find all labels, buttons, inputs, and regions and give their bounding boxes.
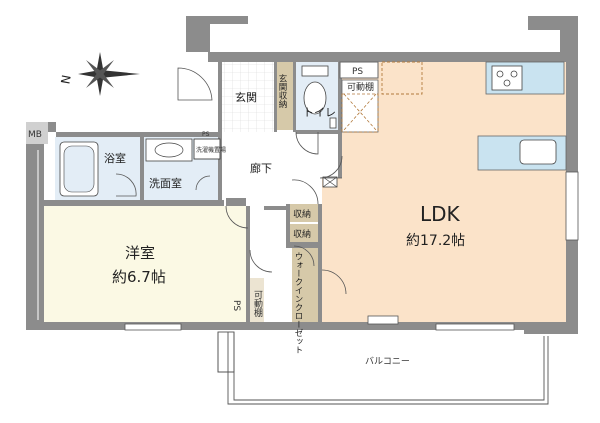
label-ldk: LDK xyxy=(420,202,461,226)
label-storage-1: 収納 xyxy=(293,208,311,220)
wic-shelf-floor xyxy=(250,278,264,322)
ldk-floor xyxy=(322,62,566,322)
label-bathroom: 浴室 xyxy=(104,151,126,165)
label-ldk-size: 約17.2帖 xyxy=(406,233,465,249)
stove-icon xyxy=(491,65,523,91)
label-walkin-closet: ウォークインクローゼット xyxy=(293,252,303,354)
entrance-storage-floor xyxy=(276,62,293,130)
label-toilet: トイレ xyxy=(303,106,336,119)
label-ps-wash: PS xyxy=(202,131,210,138)
label-entrance: 玄関 xyxy=(235,90,257,104)
windows xyxy=(124,171,579,331)
label-washroom: 洗面室 xyxy=(149,176,182,190)
label-entrance-storage: 玄関収納 xyxy=(277,73,287,109)
toilet-tank-icon xyxy=(301,65,329,77)
western-room-floor xyxy=(44,206,248,324)
walkin-closet-floor xyxy=(292,248,320,322)
entrance-floor xyxy=(222,62,274,132)
compass-icon xyxy=(78,52,140,96)
walls xyxy=(26,16,578,334)
washbasin-icon xyxy=(145,138,193,162)
hallway-floor xyxy=(222,132,322,202)
door-swings xyxy=(115,67,347,295)
label-washer-place: 洗濯機置場 xyxy=(196,146,226,154)
label-hallway: 廊下 xyxy=(250,161,272,175)
fridge-space xyxy=(381,61,423,95)
toilet-bowl-icon xyxy=(303,81,327,115)
label-mb: MB xyxy=(28,130,42,140)
label-ps-top: PS xyxy=(352,67,363,77)
storage-2-floor xyxy=(290,224,320,242)
label-ps-bottom: PS xyxy=(231,300,241,311)
label-movable-shelf-top: 可動棚 xyxy=(347,81,374,93)
sink-icon xyxy=(519,139,557,165)
label-movable-shelf-wic: 可動棚 xyxy=(252,290,263,318)
label-western-room-size: 約6.7帖 xyxy=(112,268,166,286)
label-storage-2: 収納 xyxy=(293,228,311,240)
label-western-room: 洋室 xyxy=(125,244,155,262)
compass-north-label: N xyxy=(58,74,73,85)
storage-1-floor xyxy=(290,204,320,222)
balcony xyxy=(217,331,549,405)
label-balcony: バルコニー xyxy=(365,356,410,367)
